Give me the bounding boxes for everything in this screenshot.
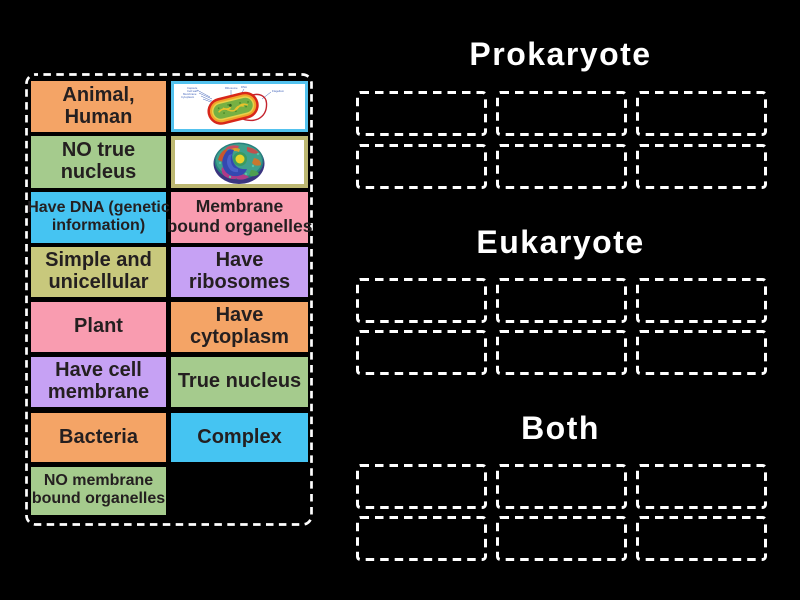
svg-text:Capsule: Capsule [187,86,198,90]
svg-text:Ribosome: Ribosome [225,86,238,90]
svg-text:Cytoplasm: Cytoplasm [181,95,195,99]
svg-text:Flagellum: Flagellum [272,89,285,93]
svg-text:Membrane: Membrane [183,92,197,96]
svg-text:Cell wall: Cell wall [187,89,198,93]
svg-text:DNA: DNA [241,85,247,89]
